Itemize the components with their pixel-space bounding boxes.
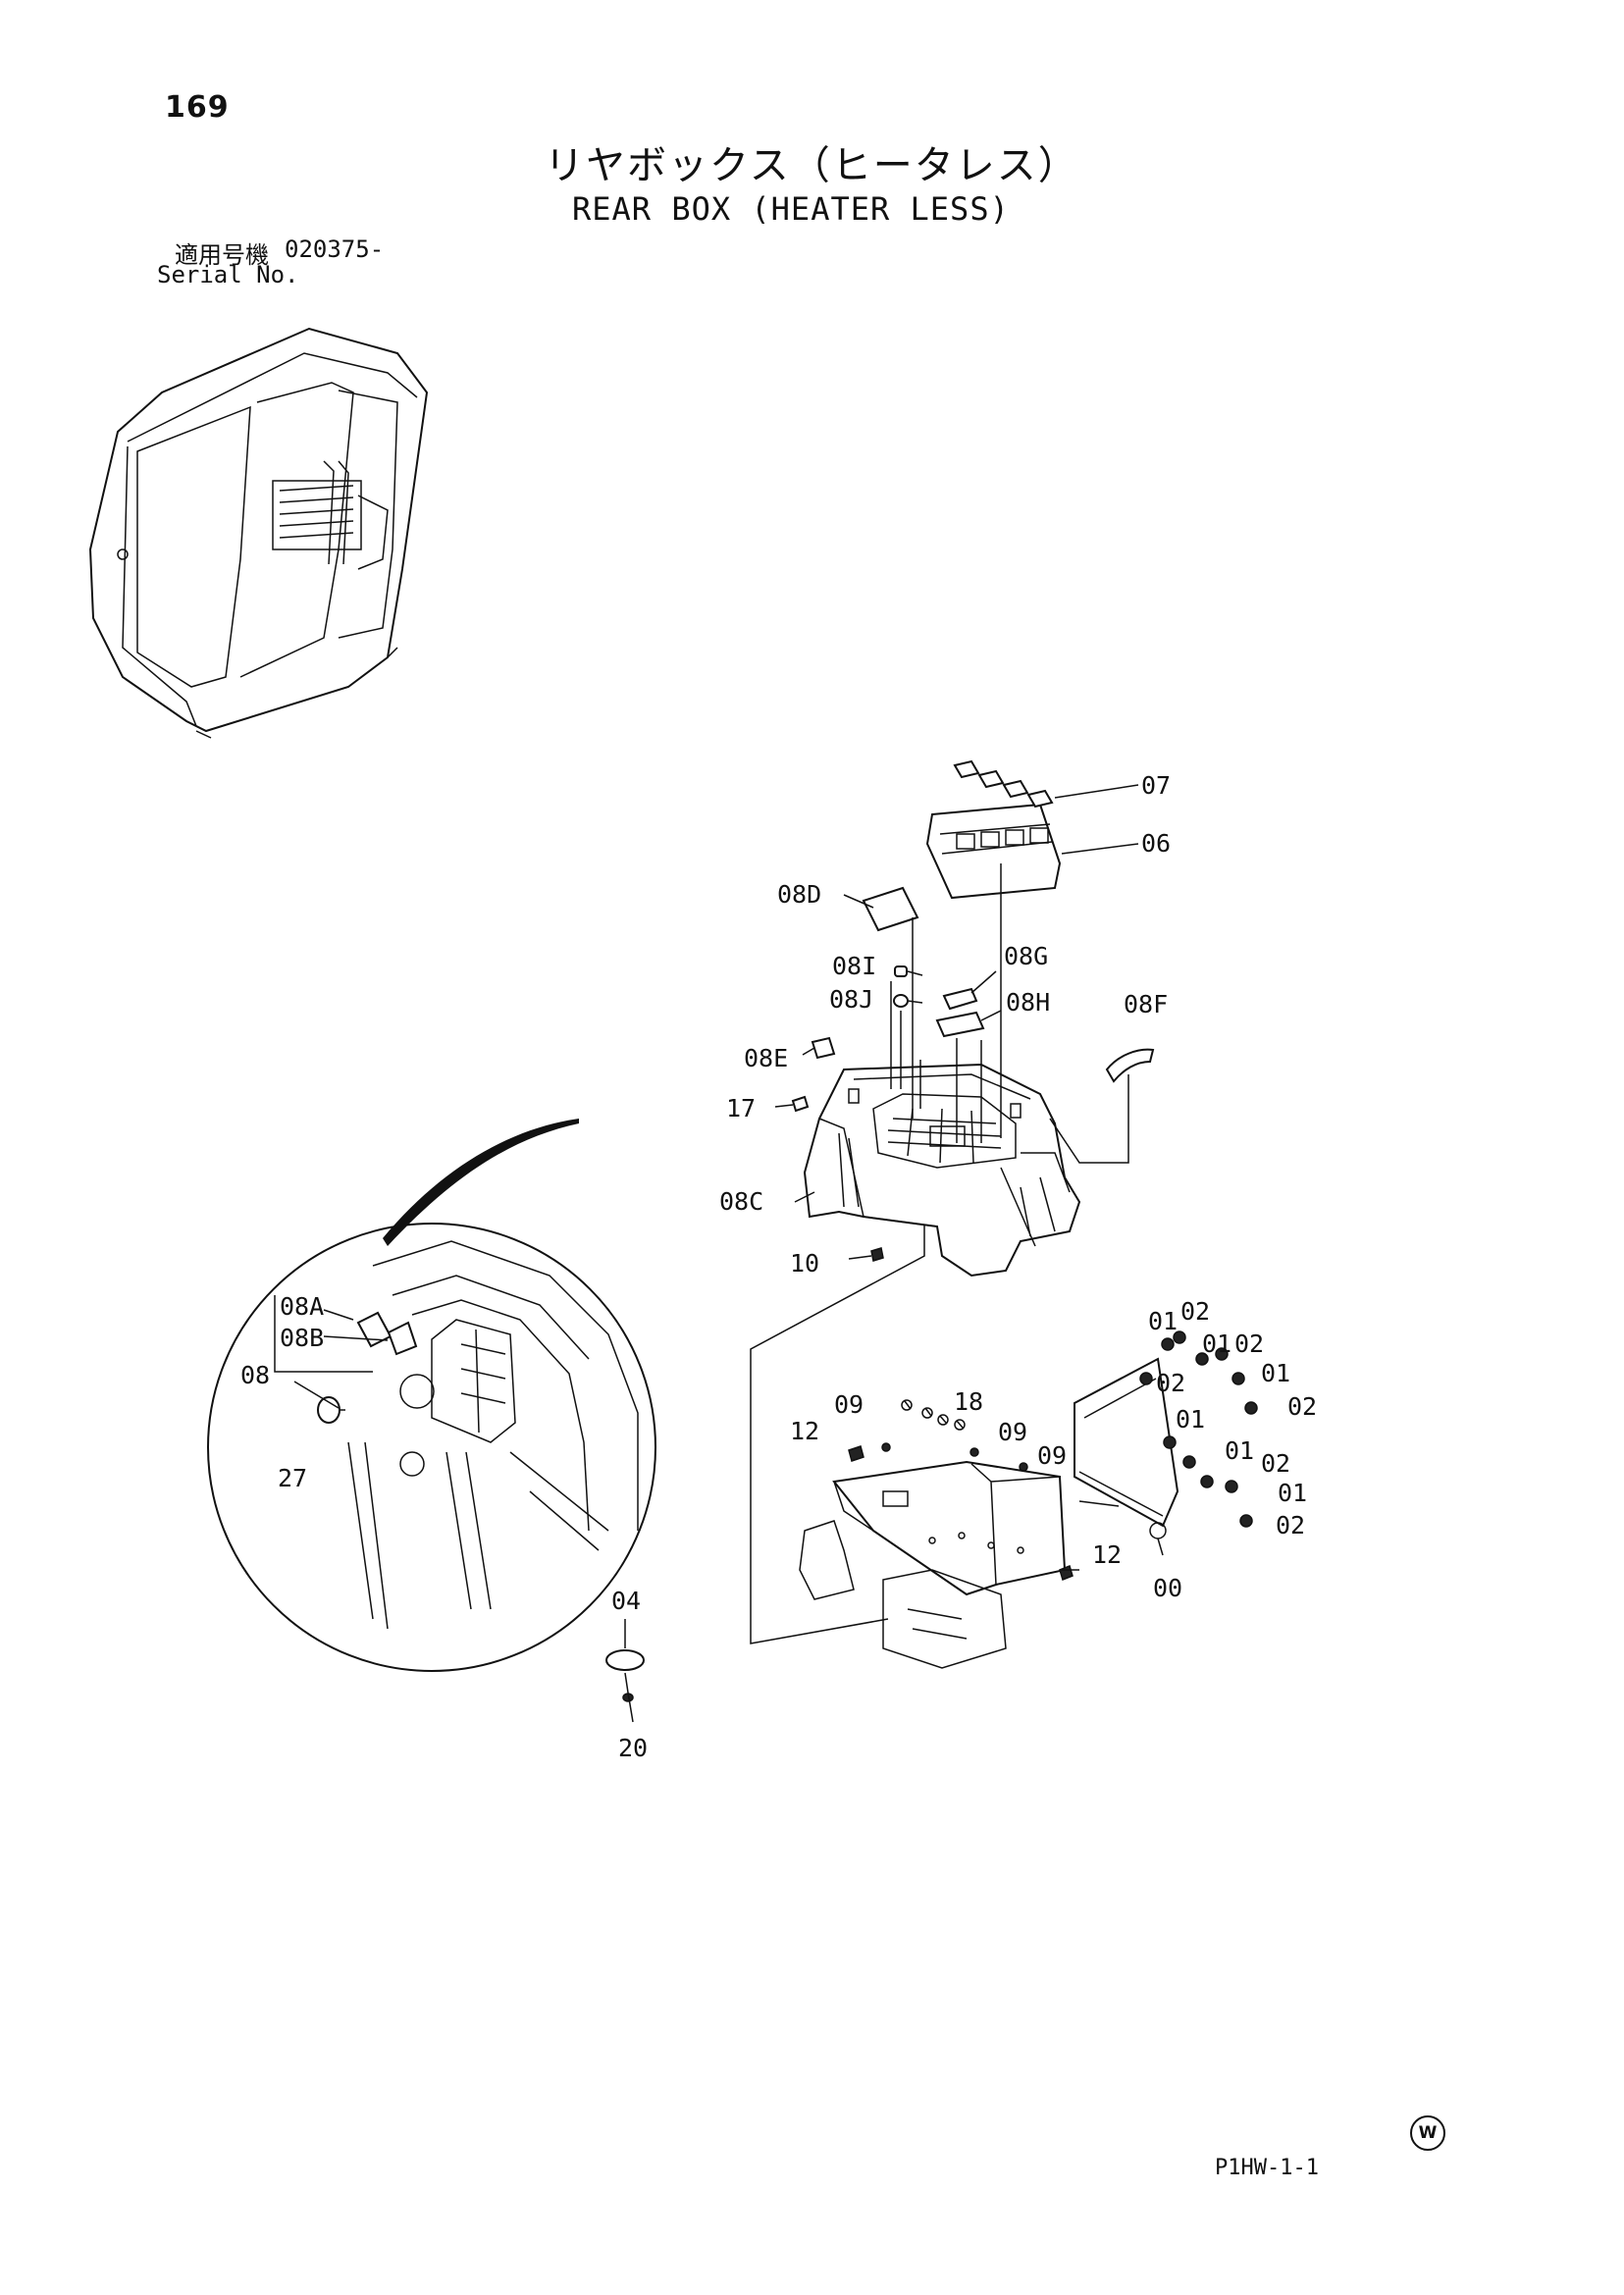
rear-box-illustration [803,1063,1081,1278]
callout-01-d: 01 [1176,1405,1205,1434]
callout-27: 27 [278,1464,307,1492]
callout-02-d: 02 [1287,1392,1317,1421]
serial-number-value: 020375- [285,235,385,263]
detail-pointer-swoosh [383,1119,579,1246]
part-08I [894,965,908,977]
cover-00 [1074,1357,1179,1539]
top-panel-06 [925,803,1062,900]
callout-10: 10 [790,1249,819,1278]
leader-lines [274,784,1164,1723]
callout-08E: 08E [744,1044,788,1072]
detail-circle [207,1223,656,1672]
page-title-english: REAR BOX (HEATER LESS) [572,190,1010,228]
callout-08A: 08A [280,1292,324,1321]
callout-02-b: 02 [1234,1330,1264,1358]
callout-01-a: 01 [1148,1307,1178,1335]
part-08J [893,994,909,1008]
callout-08G: 08G [1004,942,1048,970]
page-number: 169 [165,90,230,125]
callout-06: 06 [1141,829,1171,858]
document-code: P1HW-1-1 [1215,2156,1319,2180]
part-04 [605,1649,645,1671]
callout-17: 17 [726,1094,756,1122]
callout-12-right: 12 [1092,1540,1122,1569]
serial-label-english: Serial No. [157,261,299,288]
callout-08I: 08I [832,952,876,980]
callout-08D: 08D [777,880,821,909]
callout-08J: 08J [829,985,873,1014]
callout-20: 20 [618,1734,648,1762]
callout-02-e: 02 [1261,1449,1290,1478]
callout-01-f: 01 [1278,1479,1307,1507]
callout-labels: 07 06 08D 08G 08I 08J 08H 08F 08E 17 08C… [240,771,1317,1762]
callout-08H: 08H [1006,988,1050,1017]
callout-18: 18 [954,1387,983,1416]
part-08D [862,886,919,932]
callout-08: 08 [240,1361,270,1389]
callout-04: 04 [611,1587,641,1615]
lower-frame-illustration [799,1460,1067,1669]
brand-w-mark-icon: W [1410,2115,1445,2151]
fasteners-lower [848,1399,1074,1582]
page-title-japanese: リヤボックス（ヒータレス） [545,143,1079,188]
callout-01-b: 01 [1202,1330,1231,1358]
callout-01-e: 01 [1225,1436,1254,1465]
callout-09-right: 09 [1037,1441,1067,1470]
bolts-01-02 [1139,1330,1258,1528]
callout-08F: 08F [1124,990,1168,1018]
part-08H [935,1011,985,1038]
callout-02-f: 02 [1276,1511,1305,1539]
callout-08B: 08B [280,1324,324,1352]
callout-12-left: 12 [790,1417,819,1445]
callout-07: 07 [1141,771,1171,800]
callout-09-middle: 09 [998,1418,1027,1446]
callout-01-c: 01 [1261,1359,1290,1387]
part-17 [791,1095,810,1113]
part-08E [811,1036,836,1060]
callout-00: 00 [1153,1574,1182,1602]
serial-label-japanese: 適用号機 [175,241,269,269]
cab-overview-illustration [88,327,429,739]
callout-08C: 08C [719,1187,763,1216]
part-08G [942,987,978,1011]
callout-02-a: 02 [1180,1297,1210,1326]
part-08F [1105,1048,1155,1083]
caps-07 [953,759,1054,808]
callout-02-c: 02 [1156,1369,1185,1397]
part-10 [870,1247,884,1262]
callout-09-left: 09 [834,1390,864,1419]
